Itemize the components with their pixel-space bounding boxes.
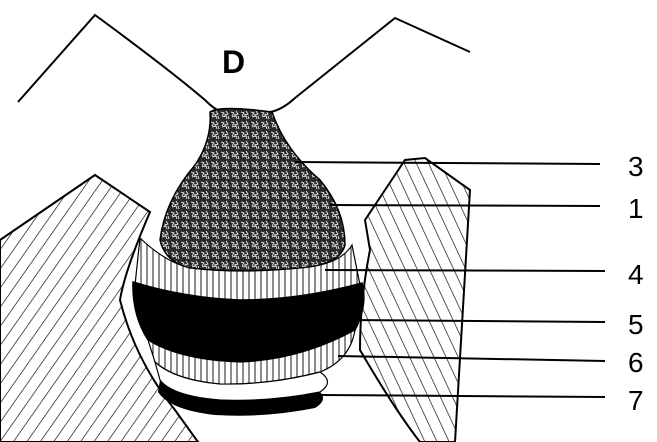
label-6: 6 bbox=[628, 347, 644, 378]
label-7: 7 bbox=[628, 385, 644, 416]
label-1: 1 bbox=[628, 193, 644, 224]
speckled-mass bbox=[160, 109, 345, 272]
label-5: 5 bbox=[628, 309, 644, 340]
leader-line-1 bbox=[330, 205, 600, 206]
diagram-title-letter: D bbox=[222, 44, 245, 80]
leader-line-4 bbox=[325, 270, 605, 271]
right-hatched-region bbox=[360, 158, 470, 442]
leader-line-7 bbox=[320, 395, 605, 397]
label-3: 3 bbox=[628, 151, 644, 182]
label-4: 4 bbox=[628, 259, 644, 290]
leader-line-3 bbox=[295, 162, 600, 164]
